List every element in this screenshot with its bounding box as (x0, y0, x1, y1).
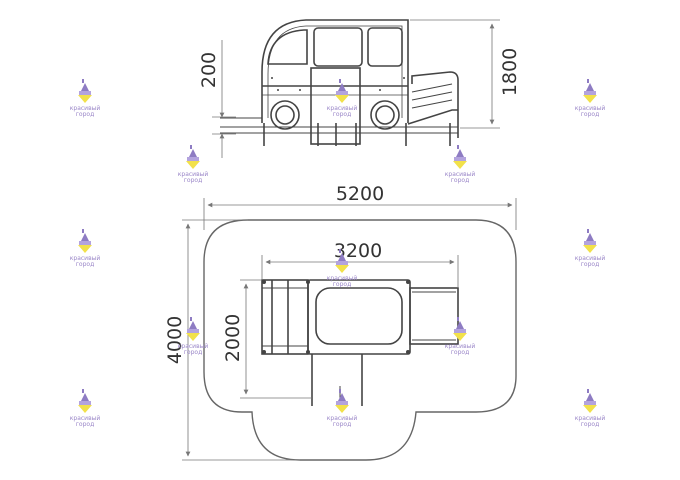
svg-text:город: город (581, 111, 599, 118)
watermark-logo-icon (583, 229, 597, 253)
watermark-logo-icon (335, 389, 349, 413)
watermark-logo-icon (78, 79, 92, 103)
dimension-label-4000: 4000 (164, 316, 186, 364)
plan-view (261, 279, 459, 406)
svg-text:красивый: красивый (70, 415, 101, 422)
front-wheel (270, 100, 300, 130)
watermark-6: красивый город (70, 229, 101, 268)
handrail (411, 71, 459, 138)
watermark-9: красивый город (178, 317, 209, 356)
svg-text:красивый: красивый (178, 343, 209, 350)
watermark-12: красивый город (327, 389, 358, 428)
svg-text:красивый: красивый (327, 105, 358, 112)
dimension-plan-5200: 5200 (203, 183, 517, 230)
watermark-7: красивый город (327, 249, 358, 288)
watermark-logo-icon (78, 229, 92, 253)
dimension-plan-2000: 2000 (222, 279, 312, 399)
svg-text:город: город (333, 111, 351, 118)
svg-text:красивый: красивый (327, 415, 358, 422)
svg-text:город: город (184, 349, 202, 356)
watermark-3: красивый город (575, 79, 606, 118)
svg-text:город: город (333, 421, 351, 428)
dimension-side-1800: 1800 (410, 19, 521, 129)
rear-window (367, 27, 403, 67)
middle-window (313, 27, 363, 67)
watermark-logo-icon (335, 79, 349, 103)
dimension-label-5200: 5200 (336, 183, 384, 205)
watermark-logo-icon (583, 389, 597, 413)
rear-wheel (370, 100, 400, 130)
watermark-logo-icon (78, 389, 92, 413)
svg-text:город: город (581, 421, 599, 428)
dimension-label-2000: 2000 (222, 314, 244, 362)
watermark-4: красивый город (178, 145, 209, 184)
svg-text:красивый: красивый (178, 171, 209, 178)
safety-zone-outline (203, 219, 517, 461)
watermark-logo-icon (583, 79, 597, 103)
watermark-10: красивый город (445, 317, 476, 356)
svg-text:красивый: красивый (327, 275, 358, 282)
dimension-label-1800: 1800 (499, 48, 521, 96)
svg-text:город: город (76, 261, 94, 268)
svg-text:город: город (184, 177, 202, 184)
svg-text:красивый: красивый (70, 255, 101, 262)
watermark-2: красивый город (327, 79, 358, 118)
svg-text:красивый: красивый (70, 105, 101, 112)
watermark-logo-icon (453, 317, 467, 341)
watermark-1: красивый город (70, 79, 101, 118)
svg-text:красивый: красивый (575, 255, 606, 262)
watermark-5: красивый город (445, 145, 476, 184)
svg-text:город: город (451, 349, 469, 356)
svg-text:город: город (333, 281, 351, 288)
dimension-plan-3200: 3200 (261, 240, 459, 288)
dimension-label-3200: 3200 (334, 240, 382, 262)
svg-text:город: город (451, 177, 469, 184)
side-view (220, 19, 459, 146)
svg-text:город: город (581, 261, 599, 268)
svg-text:красивый: красивый (575, 105, 606, 112)
svg-text:город: город (76, 421, 94, 428)
svg-text:красивый: красивый (575, 415, 606, 422)
svg-text:красивый: красивый (445, 343, 476, 350)
watermark-13: красивый город (575, 389, 606, 428)
bus-body-outline (261, 19, 409, 123)
svg-text:красивый: красивый (445, 171, 476, 178)
dimension-side-200: 200 (198, 40, 236, 158)
watermark-logo-icon (453, 145, 467, 169)
slide (407, 109, 458, 125)
slide-plan (409, 287, 459, 345)
watermark-logo-icon (186, 145, 200, 169)
watermark-8: красивый город (575, 229, 606, 268)
dimension-plan-4000: 4000 (164, 219, 300, 461)
front-window (267, 29, 308, 65)
svg-text:город: город (76, 111, 94, 118)
dimension-label-200: 200 (198, 52, 220, 88)
watermark-11: красивый город (70, 389, 101, 428)
front-platform (261, 279, 309, 355)
